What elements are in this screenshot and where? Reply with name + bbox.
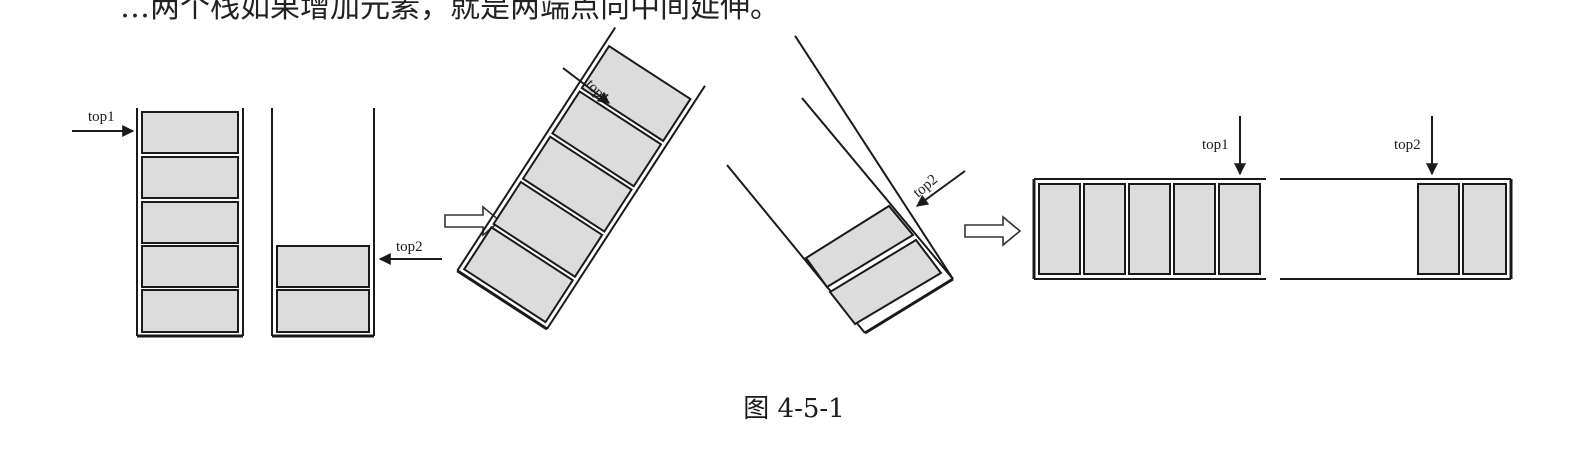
array-top2-pointer: top2 <box>1394 116 1438 176</box>
top1-pointer: top1 <box>72 109 135 137</box>
top2-pointer: top2 <box>378 239 442 265</box>
stack-2-vertical <box>271 108 375 338</box>
array-top1-label: top1 <box>1202 137 1229 153</box>
stack-1-tilted-cell <box>462 225 575 324</box>
stack-1-cell <box>141 201 239 244</box>
stack-1-vertical <box>136 108 244 338</box>
top2-tilted-label: top2 <box>910 172 941 201</box>
stack-2-cell <box>276 245 370 288</box>
array-stack-2-cell <box>1462 183 1507 275</box>
transition-arrow-icon <box>964 215 1022 247</box>
array-stack-1-cell <box>1038 183 1081 275</box>
array-stack-1-cell <box>1218 183 1261 275</box>
array-stack-1-cell <box>1128 183 1171 275</box>
stack-1-tilted-cell <box>580 44 692 143</box>
stack-1-cell <box>141 289 239 333</box>
array-top1-pointer: top1 <box>1202 116 1246 176</box>
top2-label: top2 <box>396 239 423 255</box>
array-stack-1-cell <box>1083 183 1126 275</box>
stack-2-tilted <box>794 35 954 280</box>
array-top2-label: top2 <box>1394 137 1421 153</box>
array-stack-1-cell <box>1173 183 1216 275</box>
stack-2-tilted-cell <box>804 204 915 289</box>
stack-1-tilted-cell <box>492 180 604 279</box>
stack-1-cell <box>141 111 239 154</box>
stack-1-tilted <box>456 26 706 331</box>
stack-2-tilted-cell <box>828 238 943 326</box>
top2-tilted-pointer: top2 <box>910 170 966 207</box>
panel-1-vertical-stacks: top1 top2 <box>72 108 442 338</box>
panel-3-shared-array: top1 top2 <box>1032 116 1513 280</box>
array-stack-2-cell <box>1417 183 1460 275</box>
figure-caption: 图 4-5-1 <box>743 394 845 424</box>
top1-label: top1 <box>88 109 115 125</box>
stack-1-cell <box>141 156 239 199</box>
stack-2-tilted-box <box>726 97 954 335</box>
stack-2-cell <box>276 289 370 333</box>
stack-1-tilted-cell <box>521 135 633 233</box>
panel-2-tilted-stacks: top1 top2 <box>456 26 966 335</box>
stack-1-tilted-cell <box>551 90 663 188</box>
stack-1-cell <box>141 245 239 288</box>
clipped-top-text: …两个栈如果增加元素，就是两端点向中间延伸。 <box>120 0 780 25</box>
